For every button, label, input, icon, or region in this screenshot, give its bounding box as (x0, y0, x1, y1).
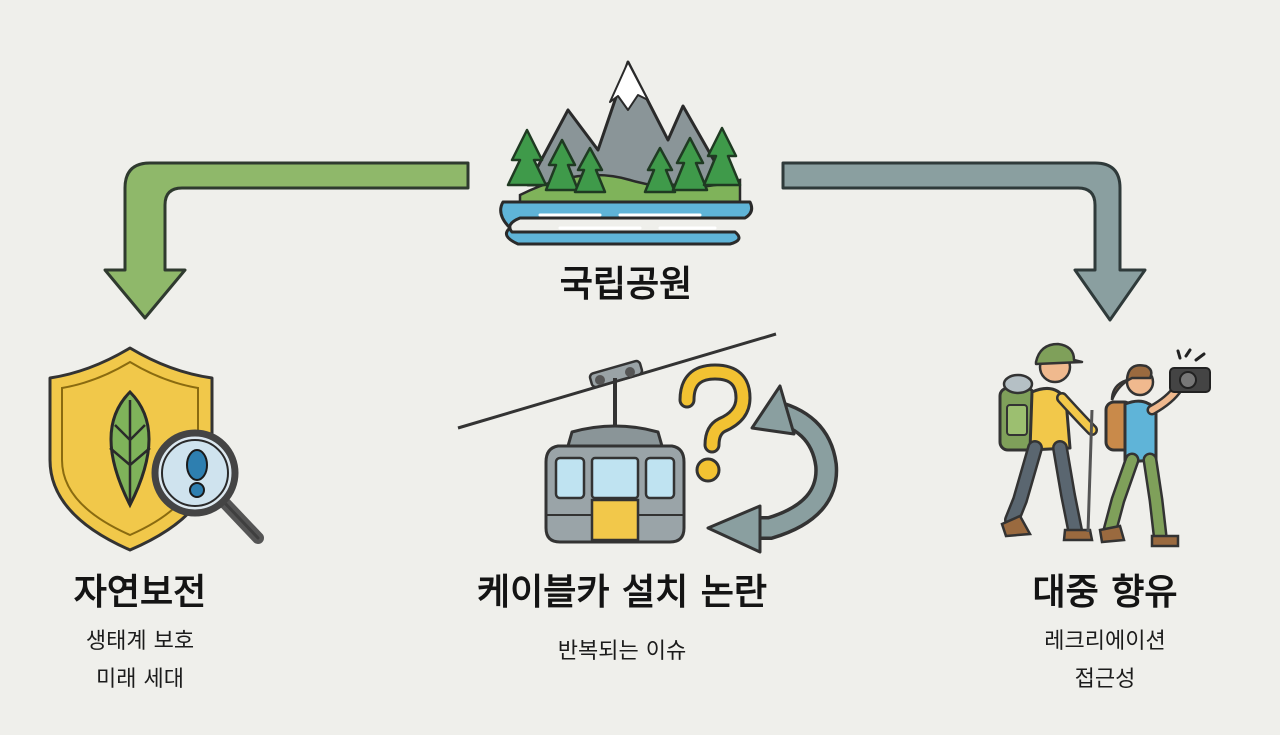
cable-car-question-cycle-icon (458, 334, 826, 552)
middle-title: 케이블카 설치 논란 (477, 572, 767, 613)
left-line-1: 생태계 보호 (86, 629, 194, 654)
center-label: 국립공원 (560, 264, 692, 305)
left-line-2: 미래 세대 (96, 667, 184, 692)
left-title: 자연보전 (74, 572, 206, 613)
mountain-lake-icon (501, 62, 752, 244)
left-arrow (105, 163, 468, 318)
shield-leaf-magnifier-icon (50, 348, 258, 550)
right-label: 대중 향유 레크리에이션 접근성 (1032, 572, 1177, 692)
right-title: 대중 향유 (1032, 572, 1177, 613)
left-label: 자연보전 생태계 보호 미래 세대 (74, 572, 206, 692)
middle-label: 케이블카 설치 논란 반복되는 이슈 (477, 572, 767, 664)
middle-line-1: 반복되는 이슈 (558, 639, 686, 664)
right-line-1: 레크리에이션 (1044, 629, 1165, 654)
right-arrow (783, 163, 1145, 320)
right-line-2: 접근성 (1075, 667, 1136, 692)
hikers-camera-icon (1000, 344, 1210, 546)
center-title: 국립공원 (560, 264, 692, 305)
